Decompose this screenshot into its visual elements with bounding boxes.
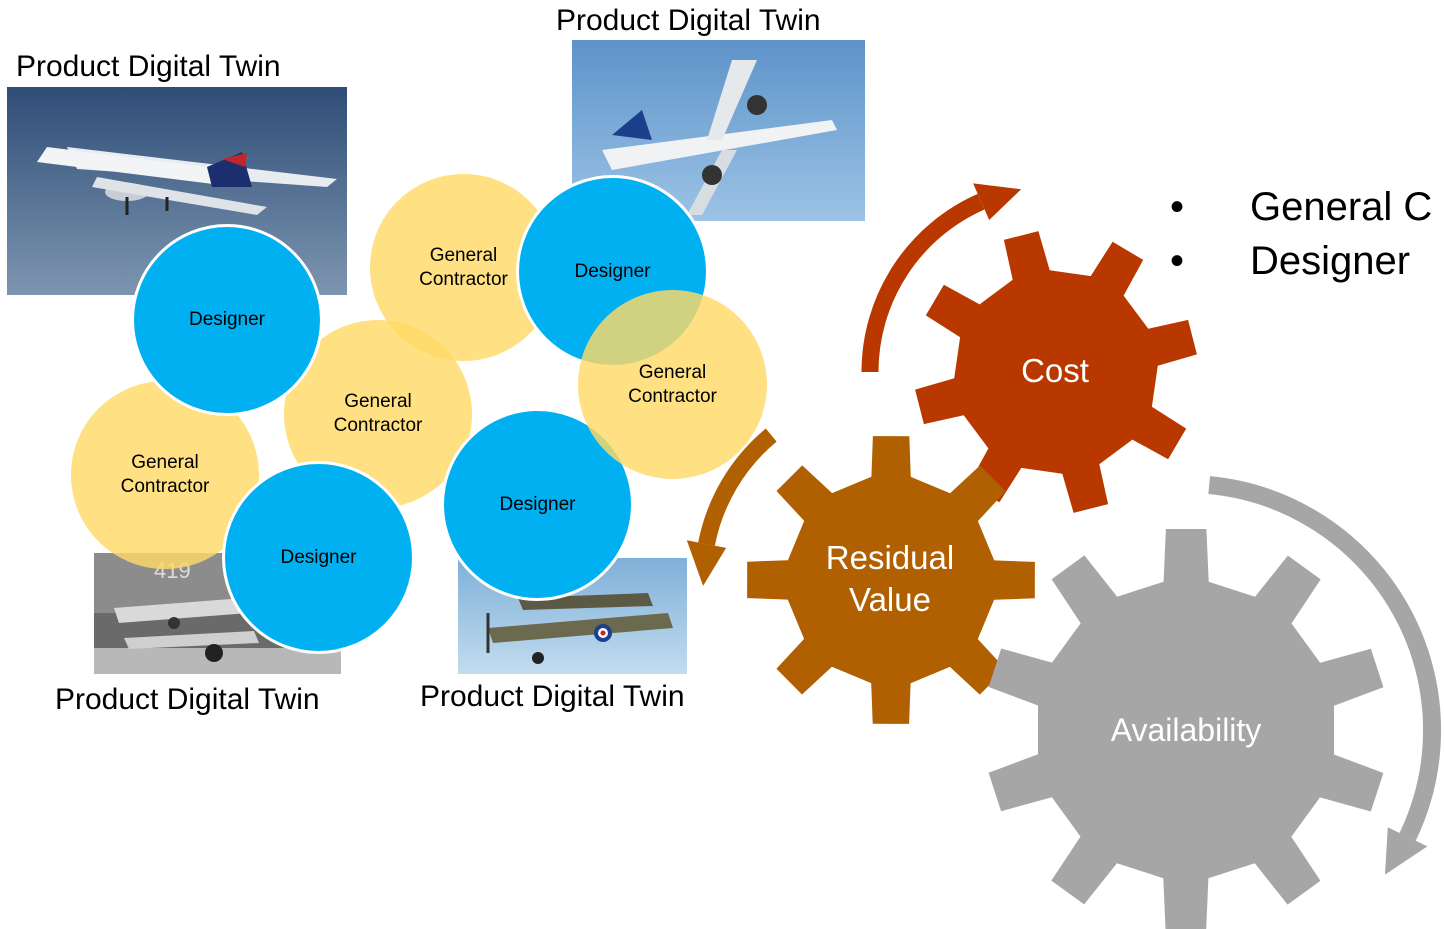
bullet-text: Designer bbox=[1250, 239, 1411, 283]
circle-label-line2: Contractor bbox=[120, 476, 210, 497]
twin-label-monoplane: Product Digital Twin bbox=[420, 680, 685, 713]
circle-label-line2: Contractor bbox=[333, 415, 423, 436]
cost-gear-label: Cost bbox=[1021, 352, 1089, 389]
designer-circle: Designer bbox=[131, 224, 323, 416]
arrow-head bbox=[1385, 827, 1428, 875]
turboprop-photo bbox=[572, 40, 865, 221]
arrow-shaft bbox=[1208, 476, 1441, 841]
vintage-biplane-photo: 419 bbox=[94, 553, 341, 674]
availability-gear-label: Availability bbox=[1110, 712, 1262, 748]
circle-label: Designer bbox=[574, 260, 651, 282]
arrow-head bbox=[973, 183, 1022, 220]
circle-label-line1: General bbox=[429, 244, 498, 266]
circle-label-line1: General bbox=[344, 391, 412, 413]
arrow-head bbox=[686, 540, 727, 586]
designer-circle: Designer bbox=[222, 461, 415, 654]
availability-cycle-arrow bbox=[1208, 476, 1441, 875]
bullet-marker: • bbox=[1170, 185, 1185, 229]
arrow-shaft bbox=[698, 428, 777, 546]
twin-label-airliner: Product Digital Twin bbox=[16, 50, 281, 83]
circle-label: Designer bbox=[499, 493, 576, 515]
residual-value-gear-label: Residual Value bbox=[805, 537, 975, 621]
cost-gear bbox=[915, 231, 1197, 513]
residual-value-gear bbox=[747, 436, 1035, 724]
bullet-text: General C bbox=[1250, 185, 1433, 229]
cost-cycle-arrow bbox=[861, 183, 1022, 373]
twin-label-biplane: Product Digital Twin bbox=[55, 683, 320, 716]
residual-cycle-arrow bbox=[686, 428, 777, 586]
availability-gear bbox=[988, 529, 1384, 929]
circle-label: Designer bbox=[280, 546, 357, 568]
circle-label-line1: General bbox=[638, 361, 707, 383]
arrow-shaft bbox=[861, 193, 985, 373]
circle-label-line2: Contractor bbox=[628, 385, 717, 407]
twin-label-turboprop: Product Digital Twin bbox=[556, 4, 821, 37]
circle-label-line2: Contractor bbox=[419, 268, 508, 290]
bullet-marker: • bbox=[1170, 239, 1185, 283]
residual-label-line1: Residual bbox=[825, 539, 955, 576]
circle-label: Designer bbox=[188, 309, 266, 331]
circle-label-line1: General bbox=[131, 452, 199, 474]
residual-label-line2: Value bbox=[849, 581, 931, 619]
